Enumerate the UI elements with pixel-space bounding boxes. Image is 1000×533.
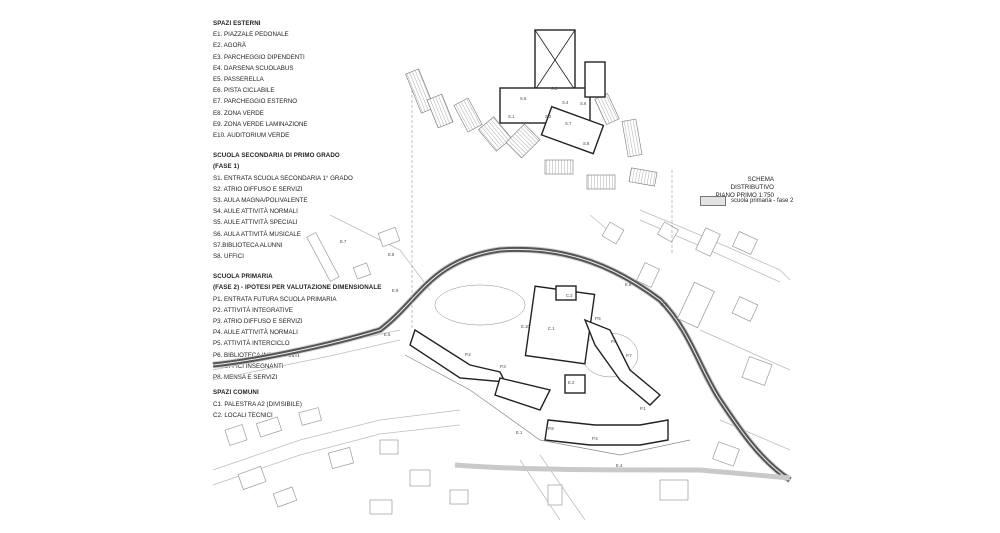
legend-primaria-item: P2. ATTIVITÀ INTEGRATIVE: [213, 306, 293, 314]
plan-label-e3: E.3: [661, 302, 668, 307]
plan-label-s1: S.1: [508, 114, 515, 119]
legend-secondaria-item: S6. AULA ATTIVITÀ MUSICALE: [213, 230, 301, 238]
legend-secondaria-item: S2. ATRIO DIFFUSO E SERVIZI: [213, 185, 303, 193]
legend-title-spazi-esterni: SPAZI ESTERNI: [213, 20, 261, 27]
plan-label-s6: S.6: [580, 101, 587, 106]
plan-label-e8: E.8: [388, 252, 395, 257]
legend-primaria-item: P6. BIBLIOTECA INSEGNANTI: [213, 351, 300, 359]
plan-label-e1: E.1: [516, 430, 523, 435]
legend-list-secondaria: S1. ENTRATA SCUOLA SECONDARIA 1° GRADO S2…: [213, 173, 403, 263]
legend-subtitle-primaria: (FASE 2) - IPOTESI PER VALUTAZIONE DIMEN…: [213, 284, 382, 292]
legend-secondaria-item: S4. AULE ATTIVITÀ NORMALI: [213, 208, 298, 216]
legend-title-comuni: SPAZI COMUNI: [213, 389, 259, 397]
phase-legend: scuola primaria - fase 2: [700, 196, 793, 206]
plan-label-s8: S.8: [583, 141, 590, 146]
legend: SPAZI ESTERNI E1. PIAZZALE PEDONALE E2. A…: [213, 18, 403, 421]
legend-spazi-esterni-item: E5. PASSERELLA: [213, 76, 264, 84]
legend-spazi-esterni-item: E4. DARSENA SCUOLABUS: [213, 64, 294, 72]
main-plan: [404, 284, 691, 456]
plan-label-p6: P.6: [611, 339, 617, 344]
plan-label-c2: C.2: [566, 293, 573, 298]
plan-label-p4: P.4: [592, 436, 598, 441]
plan-label-p8: P.8: [548, 426, 554, 431]
plan-label-e2: E.2: [568, 380, 575, 385]
legend-spazi-esterni-item: E2. AGORÀ: [213, 42, 247, 50]
plan-label-s2: S.2: [545, 114, 552, 119]
legend-comuni-item: C1. PALESTRA A2 (DIVISIBILE): [213, 400, 302, 408]
legend-spazi-esterni-item: E10. AUDITORIUM VERDE: [213, 132, 290, 140]
legend-primaria-item: P3. ATRIO DIFFUSO E SERVIZI: [213, 318, 303, 326]
phase-swatch: [700, 196, 726, 206]
schema-line-1: SCHEMA DISTRIBUTIVO: [730, 176, 774, 191]
plan-label-e10: E.10: [521, 324, 530, 329]
legend-subtitle-secondaria: (FASE 1): [213, 163, 240, 171]
legend-list-primaria: P1. ENTRATA FUTURA SCUOLA PRIMARIA P2. AT…: [213, 294, 403, 384]
legend-list-comuni: C1. PALESTRA A2 (DIVISIBILE) C2. LOCALI T…: [213, 399, 403, 421]
legend-spazi-esterni-item: E8. ZONA VERDE: [213, 109, 264, 117]
schema-line-2: PIANO PRIMO 1:750: [715, 192, 774, 199]
schema-title: SCHEMA DISTRIBUTIVO PIANO PRIMO 1:750: [704, 176, 774, 200]
plan-labels: E.1 E.2 E.3E.4 E.5 E.6 E.7E.8E.9E.10 S.1 S.2 S.3…: [340, 86, 668, 468]
legend-primaria-item: P4. AULE ATTIVITÀ NORMALI: [213, 329, 298, 337]
plan-label-e6: E.6: [625, 282, 632, 287]
plan-label-e5: E.5: [384, 332, 391, 337]
plan-label-s5: S.5: [520, 96, 527, 101]
legend-comuni-item: C2. LOCALI TECNICI: [213, 411, 273, 419]
plan-label-p2: P.2: [465, 352, 471, 357]
plan-label-s3: S.3: [551, 86, 558, 91]
plan-label-c1: C.1: [548, 326, 555, 331]
legend-secondaria-item: S1. ENTRATA SCUOLA SECONDARIA 1° GRADO: [213, 174, 353, 182]
plan-label-p3: P.3: [500, 364, 506, 369]
legend-primaria-item: P8. MENSA E SERVIZI: [213, 374, 278, 382]
legend-spazi-esterni-item: E1. PIAZZALE PEDONALE: [213, 31, 289, 39]
plan-label-e7: E.7: [340, 239, 347, 244]
legend-spazi-esterni-item: E3. PARCHEGGIO DIPENDENTI: [213, 53, 305, 61]
plan-label-p5: P.5: [595, 316, 601, 321]
legend-primaria-item: P5. ATTIVITÀ INTERCICLO: [213, 340, 290, 348]
phase-label: scuola primaria - fase 2: [731, 198, 794, 204]
legend-title-primaria: SCUOLA PRIMARIA: [213, 273, 273, 281]
plan-label-p7: P.7: [626, 353, 632, 358]
plan-label-p1: P.1: [640, 406, 646, 411]
legend-secondaria-item: S8. UFFICI: [213, 253, 244, 261]
plan-label-e9: E.9: [392, 288, 399, 293]
legend-spazi-esterni-item: E9. ZONA VERDE LAMINAZIONE: [213, 120, 308, 128]
legend-secondaria-item: S3. AULA MAGNA/POLIVALENTE: [213, 197, 308, 205]
plan-label-s4: S.4: [562, 100, 569, 105]
legend-title-secondaria: SCUOLA SECONDARIA DI PRIMO GRADO: [213, 152, 340, 160]
legend-primaria-item: P1. ENTRATA FUTURA SCUOLA PRIMARIA: [213, 295, 337, 303]
river: [212, 245, 792, 483]
legend-secondaria-item: S7.BIBLIOTECA ALUNNI: [213, 241, 283, 249]
plan-label-e4: E.4: [616, 463, 623, 468]
legend-primaria-item: P7. UFFICI INSEGNANTI: [213, 362, 284, 370]
legend-spazi-esterni-item: E7. PARCHEGGIO ESTERNO: [213, 98, 298, 106]
context-buildings: [224, 221, 773, 515]
legend-list-spazi-esterni: E1. PIAZZALE PEDONALE E2. AGORÀ E3. PARCHE…: [213, 29, 403, 141]
legend-spazi-esterni-item: E6. PISTA CICLABILE: [213, 87, 275, 95]
plan-label-s7: S.7: [565, 121, 572, 126]
upper-plan: [405, 29, 673, 330]
legend-secondaria-item: S5. AULE ATTIVITÀ SPECIALI: [213, 219, 298, 227]
